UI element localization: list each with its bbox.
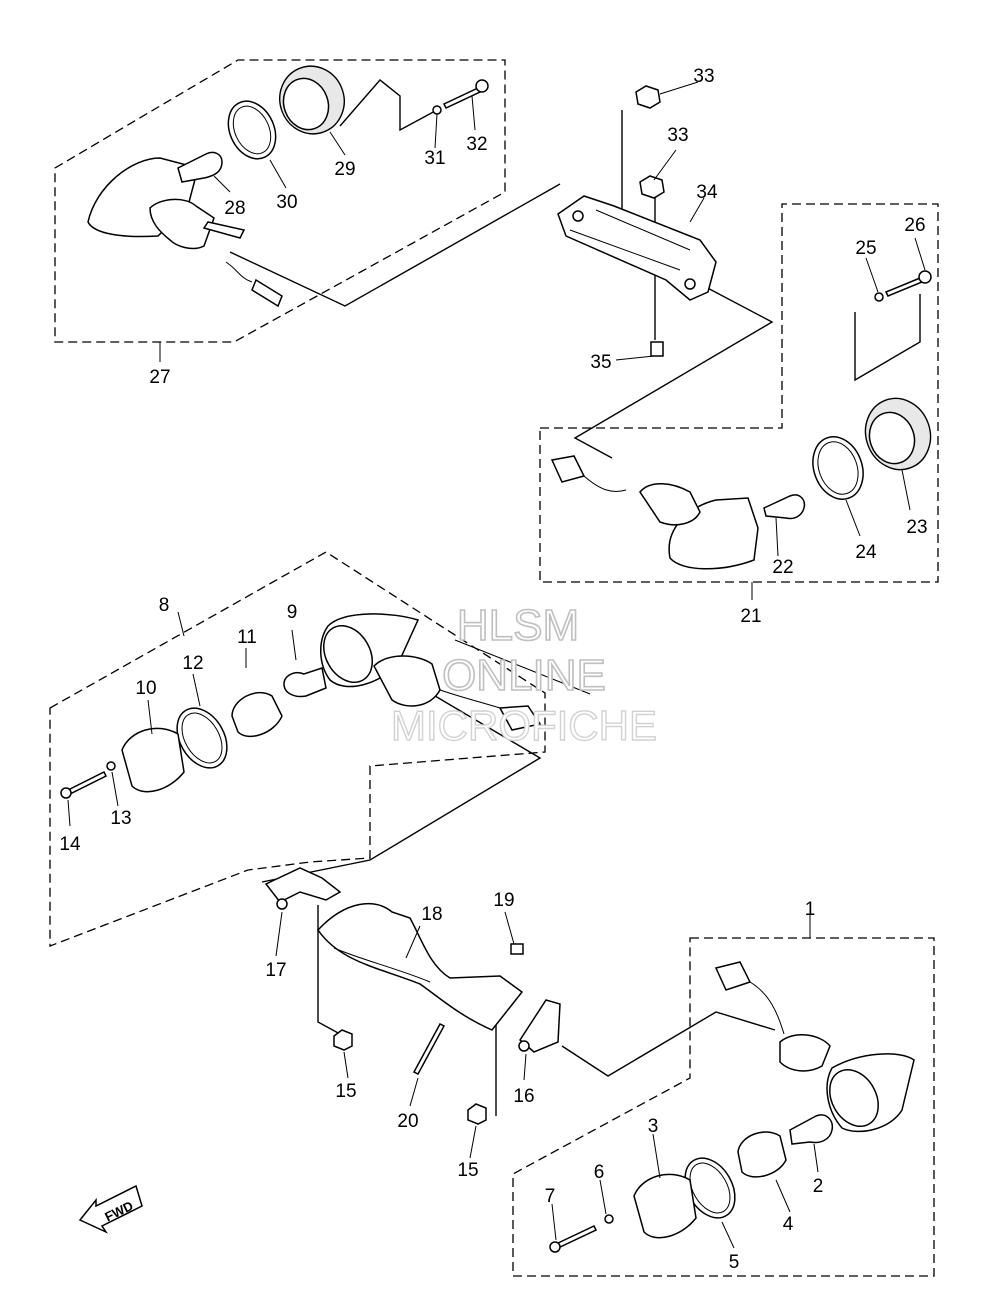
bulb-link-8 — [454, 639, 591, 695]
label-16: 16 — [513, 1086, 534, 1107]
label-12: 12 — [182, 653, 203, 674]
screw-7 — [549, 1225, 598, 1253]
bulb-2 — [789, 1114, 834, 1145]
label-20: 20 — [397, 1111, 418, 1132]
nut-15-left — [333, 1029, 353, 1051]
label-33-upper: 33 — [693, 66, 714, 87]
label-31: 31 — [424, 148, 445, 169]
label-22: 22 — [772, 557, 793, 578]
washer-31 — [432, 105, 442, 115]
signal-lens-housing-27 — [87, 157, 283, 308]
group-1-boundary — [512, 937, 935, 1277]
group-8-boundary — [49, 551, 546, 947]
gasket-12 — [176, 707, 228, 769]
label-5: 5 — [729, 1252, 740, 1273]
label-9: 9 — [287, 602, 298, 623]
label-35: 35 — [590, 352, 611, 373]
label-32: 32 — [466, 134, 487, 155]
label-10: 10 — [135, 678, 156, 699]
reflector-11 — [231, 691, 283, 737]
gasket-30 — [227, 100, 277, 160]
label-19: 19 — [493, 890, 514, 911]
watermark-line-1: HLSM — [457, 601, 579, 650]
nut-33-upper — [635, 85, 661, 109]
label-27: 27 — [149, 367, 170, 388]
bracket-34 — [557, 195, 717, 301]
label-leader-lines — [67, 81, 926, 1249]
lens-3 — [633, 1173, 697, 1239]
watermark-line-2: ONLINE — [442, 651, 606, 700]
bolt-35 — [650, 341, 664, 357]
nut-15-right — [467, 1103, 487, 1125]
label-23: 23 — [906, 517, 927, 538]
gasket-24 — [812, 436, 864, 500]
label-8: 8 — [159, 595, 170, 616]
label-26: 26 — [904, 215, 925, 236]
bolt-25-26-link — [854, 294, 921, 382]
fwd-arrow-icon: FWD — [78, 1184, 143, 1234]
label-28: 28 — [224, 198, 245, 219]
label-24: 24 — [855, 542, 877, 563]
group-21-boundary — [539, 203, 939, 583]
signal-lens-housing-8 — [320, 613, 542, 731]
nut-33-lower — [639, 175, 665, 199]
signal-lens-housing-1 — [714, 961, 915, 1133]
bracket-17 — [264, 867, 342, 910]
label-15-left: 15 — [335, 1081, 356, 1102]
clip-19 — [510, 943, 524, 955]
wire-route-8 — [261, 679, 542, 883]
reflector-4 — [737, 1131, 787, 1178]
wire-route-21 — [573, 283, 774, 459]
label-7: 7 — [545, 1186, 556, 1207]
label-21: 21 — [740, 606, 761, 627]
label-4: 4 — [783, 1214, 794, 1235]
wire-route-27 — [229, 79, 561, 307]
nut-15-link — [317, 905, 341, 1035]
bulb-28 — [177, 151, 223, 183]
washer-6 — [604, 1214, 614, 1224]
rim-29 — [279, 65, 345, 135]
label-2: 2 — [813, 1176, 824, 1197]
label-17: 17 — [265, 960, 286, 981]
watermark-line-3: MICROFICHE — [391, 702, 657, 749]
label-34: 34 — [696, 182, 718, 203]
label-30: 30 — [276, 192, 297, 213]
label-13: 13 — [110, 808, 131, 829]
screw-32 — [442, 79, 489, 109]
bracket-16 — [518, 999, 561, 1053]
label-29: 29 — [334, 159, 355, 180]
bulb-9 — [283, 667, 327, 698]
label-11: 11 — [237, 627, 257, 648]
washer-25 — [874, 292, 884, 302]
signal-lens-housing-21 — [550, 455, 759, 570]
wire-route-1 — [561, 1011, 776, 1077]
label-33-lower: 33 — [667, 125, 688, 146]
label-18: 18 — [421, 904, 442, 925]
group-27-boundary — [54, 59, 506, 343]
lens-10 — [121, 727, 185, 793]
label-6: 6 — [594, 1162, 605, 1183]
label-14: 14 — [59, 834, 81, 855]
label-1: 1 — [805, 899, 816, 920]
screw-26 — [884, 270, 932, 297]
bulb-22 — [763, 494, 806, 520]
label-25: 25 — [855, 238, 876, 259]
cover-18 — [317, 902, 524, 1031]
label-15-right: 15 — [457, 1160, 478, 1181]
screw-20 — [412, 1023, 446, 1075]
label-3: 3 — [648, 1116, 659, 1137]
screw-14 — [60, 770, 108, 799]
rim-23 — [864, 397, 932, 471]
washer-13 — [106, 761, 116, 771]
